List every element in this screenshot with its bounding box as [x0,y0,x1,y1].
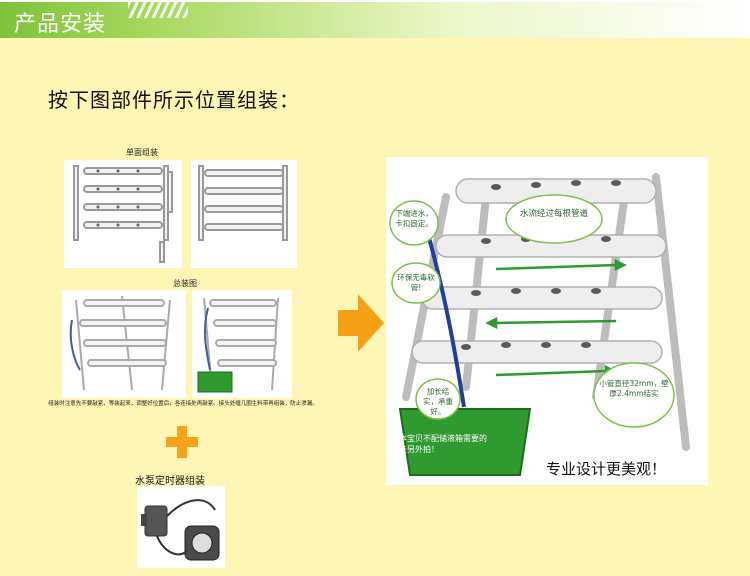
arrow-right-icon [338,294,384,352]
header-banner: 产品安装 [0,0,750,38]
bubble-pipe-text: 小管直径32mm，壁厚2.4mm结实 [598,379,670,399]
section-title: 产品安装 [14,6,106,38]
header-bar [0,2,750,38]
single-frame-image-2 [191,160,297,268]
assembly-note: 组装时注意先不要敲紧，等装起来，调整好位置后，各连接处再敲紧。接头处缠几圈生料带… [38,400,328,408]
pump-label: 水泵定时器组装 [135,472,205,487]
bubble-flow-text: 水流经过每根管道 [512,209,596,219]
bubble-hose-text: 环保无毒软管! [396,273,436,293]
assembly-image-2 [192,290,292,398]
bubble-sturdy-text: 加长结实，承重好。 [420,387,456,417]
plus-icon [164,424,200,460]
assembly-image-1 [62,290,186,398]
single-side-label: 单面组装 [112,147,172,158]
bubble-inlet-text: 下端进水，卡扣固定。 [394,209,434,229]
tank-note: 本宝贝不配储液箱需要的亲另外拍！ [399,433,489,455]
single-frame-image [64,160,182,268]
header-stripes [128,2,188,18]
slogan-text: 专业设计更美观！ [546,458,666,479]
instruction-text: 按下图部件所示位置组装： [48,84,300,113]
pump-timer-image [137,486,225,568]
assembly-label: 总装图 [160,278,210,289]
